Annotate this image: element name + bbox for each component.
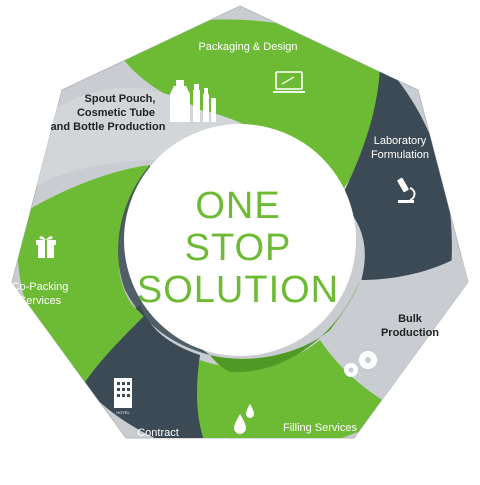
center-line-3: SOLUTION	[137, 269, 339, 311]
label-packaging-design: Packaging & Design	[198, 41, 297, 53]
label-spout-line-3: and Bottle Production	[51, 121, 166, 133]
label-laboratory-line-2: Formulation	[371, 149, 429, 161]
bottles-icon	[170, 80, 216, 122]
center-circle	[124, 124, 356, 356]
label-spout-line-1: Spout Pouch,	[85, 93, 156, 105]
center-title: ONE STOP SOLUTION	[137, 185, 339, 311]
label-laboratory-line-1: Laboratory	[374, 135, 427, 147]
center-line-1: ONE	[195, 185, 280, 227]
segment-laboratory-formulation	[340, 60, 452, 300]
label-contract-line-1: Contract	[137, 427, 179, 439]
label-filling-services: Filling Services	[283, 422, 357, 434]
hotel-sign-text: HOTEL	[116, 410, 130, 415]
segment-spout-pouch	[30, 87, 320, 200]
gears-icon	[344, 351, 377, 377]
swirl-accent-green	[210, 280, 360, 373]
gift-icon	[36, 236, 56, 258]
swirl-segments	[17, 19, 468, 438]
laptop-icon	[273, 71, 305, 93]
segment-co-packing	[17, 165, 150, 390]
label-copacking-line-1: Co-Packing	[12, 281, 69, 293]
label-bulk-line-1: Bulk	[398, 313, 423, 325]
label-spout-line-2: Cosmetic Tube	[77, 107, 155, 119]
droplets-icon	[234, 404, 254, 434]
center-line-2: STOP	[185, 227, 292, 269]
label-bulk-line-2: Production	[381, 327, 439, 339]
microscope-icon	[397, 177, 416, 203]
label-contract-line-2: Manufacturing	[123, 441, 193, 453]
hotel-building-icon: HOTEL	[114, 378, 132, 415]
label-copacking-line-2: Services	[19, 295, 62, 307]
